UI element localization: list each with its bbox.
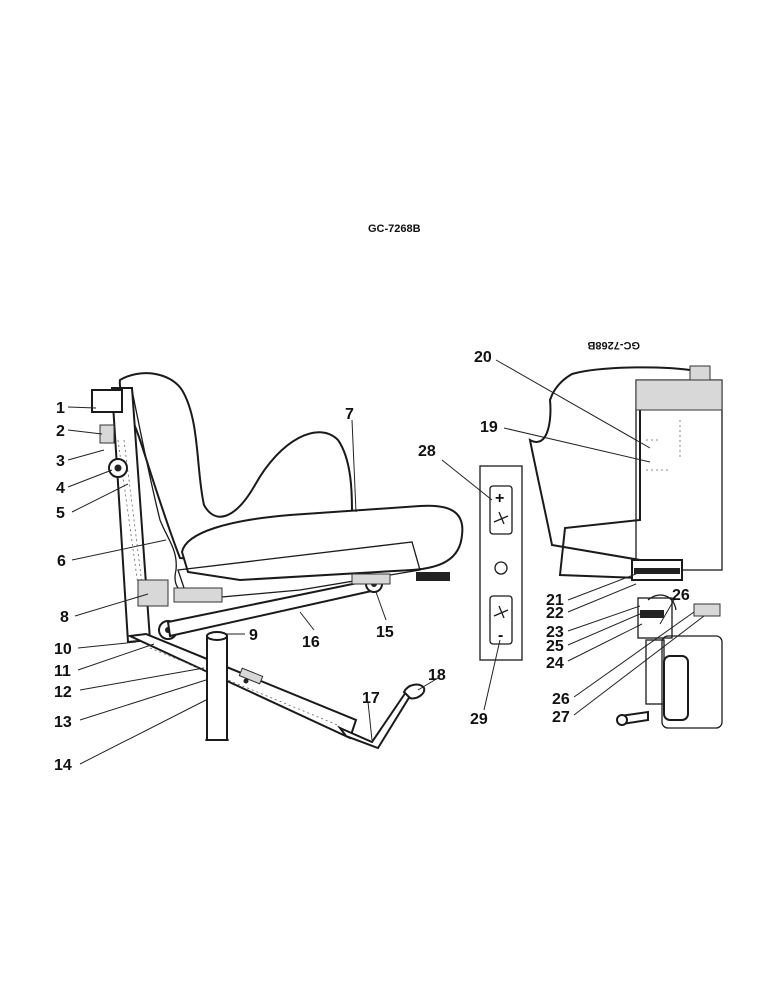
inset-housing-top bbox=[635, 379, 723, 411]
inset-column bbox=[645, 639, 665, 705]
latch-block bbox=[91, 389, 123, 413]
inset-housing-detail bbox=[646, 420, 681, 471]
callout-20: 20 bbox=[474, 349, 492, 366]
callout-8: 8 bbox=[60, 609, 69, 626]
callout-7: 7 bbox=[345, 406, 354, 423]
lever-knob bbox=[402, 683, 426, 700]
inset-base bbox=[661, 635, 723, 729]
callout-2: 2 bbox=[56, 423, 65, 440]
plus-symbol: + bbox=[495, 490, 504, 507]
lower-bracket bbox=[137, 579, 169, 607]
callout-29: 29 bbox=[470, 711, 488, 728]
callout-5: 5 bbox=[56, 505, 65, 522]
back-strap bbox=[131, 389, 193, 601]
callout-25: 25 bbox=[546, 638, 564, 655]
callout-17: 17 bbox=[362, 690, 380, 707]
inset-detail: GC-7268B bbox=[528, 339, 723, 729]
callout-13: 13 bbox=[54, 714, 72, 731]
callout-28: 28 bbox=[418, 443, 436, 460]
main-leaders bbox=[67, 406, 439, 765]
lower-arrow-icon bbox=[493, 605, 509, 619]
callout-1: 1 bbox=[56, 400, 65, 417]
rail-clamp bbox=[238, 667, 264, 685]
hinge-bracket bbox=[173, 587, 223, 603]
callout-21: 21 bbox=[546, 592, 564, 609]
rail-bolt bbox=[243, 678, 249, 684]
inset-leaders bbox=[495, 359, 705, 716]
panel-plate bbox=[479, 465, 523, 661]
inset-cylinder bbox=[663, 655, 689, 721]
inset-cap bbox=[689, 365, 711, 381]
inset-code: GC-7268B bbox=[587, 339, 640, 351]
callout-3: 3 bbox=[56, 453, 65, 470]
callout-9: 9 bbox=[249, 627, 258, 644]
pivot-knob-center bbox=[114, 464, 122, 472]
raise-switch bbox=[489, 485, 513, 535]
callout-22: 22 bbox=[546, 605, 564, 622]
callout-14: 14 bbox=[54, 757, 72, 774]
inset-spring bbox=[647, 594, 677, 611]
callout-19: 19 bbox=[480, 419, 498, 436]
raise-arrow-icon bbox=[493, 511, 509, 525]
lower-switch bbox=[489, 595, 513, 645]
inset-seat-outline bbox=[528, 366, 709, 580]
callout-11: 11 bbox=[54, 663, 71, 680]
callout-18: 18 bbox=[428, 667, 446, 684]
support-post-top bbox=[206, 631, 228, 641]
support-post bbox=[206, 635, 228, 741]
inset-mechanism bbox=[637, 597, 673, 639]
callout-4: 4 bbox=[56, 480, 65, 497]
seat-assembly bbox=[91, 372, 464, 750]
base-rail-hatching bbox=[149, 647, 341, 727]
callout-6: 6 bbox=[57, 553, 66, 570]
latch-spring bbox=[99, 424, 115, 444]
callout-12: 12 bbox=[54, 684, 72, 701]
panel-indicator bbox=[494, 561, 508, 575]
callout-26-lower: 26 bbox=[552, 691, 570, 708]
minus-symbol: - bbox=[498, 627, 503, 644]
control-panel: + - bbox=[441, 459, 523, 711]
callout-10: 10 bbox=[54, 641, 72, 658]
callout-16: 16 bbox=[302, 634, 320, 651]
callout-27: 27 bbox=[552, 709, 570, 726]
inset-mount-strip bbox=[634, 568, 680, 574]
front-pivot-bracket bbox=[351, 573, 391, 585]
front-pad bbox=[416, 572, 450, 581]
callout-26-upper: 26 bbox=[672, 587, 690, 604]
inset-clamp bbox=[640, 610, 664, 618]
inset-handle-knob bbox=[616, 714, 628, 726]
callout-23: 23 bbox=[546, 624, 564, 641]
callout-24: 24 bbox=[546, 655, 564, 672]
callout-15: 15 bbox=[376, 624, 394, 641]
callout-labels: 1 2 3 4 5 6 7 8 9 10 11 12 13 14 15 16 1… bbox=[54, 349, 690, 774]
inset-side-block bbox=[693, 603, 721, 617]
figure-code: GC-7268B bbox=[368, 223, 421, 235]
